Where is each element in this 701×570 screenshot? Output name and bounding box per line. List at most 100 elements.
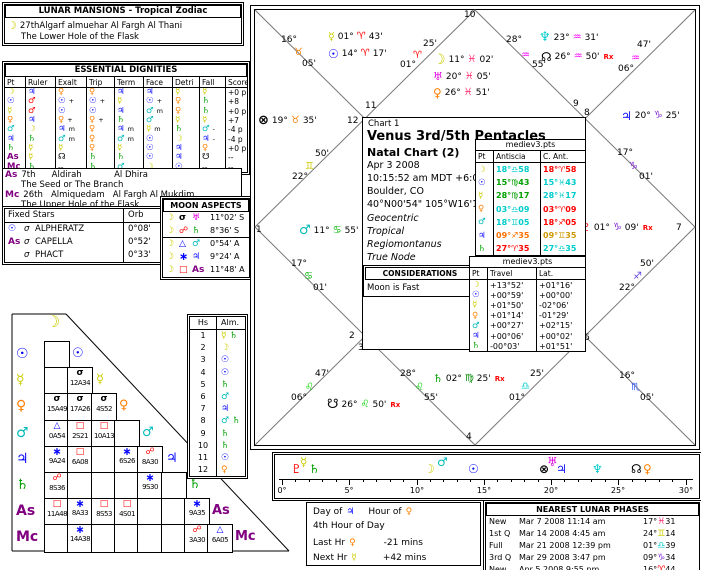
column-header: Pt [472,269,480,278]
house-number: 8 [200,416,206,426]
considerations-title: CONSIDERATIONS [365,267,475,280]
planet-position-south-node: ☋26°♌50'Rx [327,398,400,411]
planet-glyph: ♃ [221,404,230,415]
planet-glyph: ☽ [472,280,480,291]
planet-position-jupiter: ♃20°♑25' [621,110,680,122]
aspect-cell: ☍3A30 [184,524,210,553]
planet-glyph: ☉ [89,106,97,116]
dignity-cell: ♀ [55,88,86,98]
sign-glyph: ♍ [464,373,474,384]
square-chart-wheel[interactable]: 10111212345678916°♉05'25'♈01°28°♒55'47'♒… [250,5,700,450]
degree-bar[interactable]: 0°5°10°15°20°25°30°♇☿♄☽♂☉⊗♅♃♆☊♀ [272,452,701,501]
aspect-icon: ∗ [145,472,155,484]
cusp-label-part: 50' [640,259,654,269]
planet-glyph: ♂ [28,97,36,107]
aspect-icon: σ [100,394,108,404]
scale-tick [336,479,337,482]
house-number: 11 [197,453,209,463]
dignity-cell: ♃ [114,106,143,116]
planet-position-moon: ☽11°♓02' [433,53,493,67]
dignity-cell: ♂ [143,115,172,126]
scale-tick [591,479,592,482]
value-cell: +00°59' [487,290,536,301]
point-cell: ☽ [476,163,493,176]
point-cell: ☽ [5,88,25,97]
grid-diagonal-glyph: ♀ [119,399,129,412]
dignity-cell: ☉ [143,153,172,163]
scale-line [279,479,693,480]
sign-glyph: ♈ [657,565,666,570]
table-row: ☉+00°59'+00°00' [470,290,585,301]
cusp-label-part: 25' [423,39,437,49]
aspect-orb: 11A48 [46,510,68,518]
scale-label: 25° [610,486,626,495]
degree: 11° [313,226,330,236]
dignity-cell: ♄ [172,125,199,135]
dignity-cell: ♀ [172,106,199,116]
dignities-row: ☿♂☉☉♃♂m♀♄+0 p [5,106,247,116]
column-header: C. Ant. [540,151,585,162]
minutes: 25' [665,111,680,121]
scale-tick [322,479,323,482]
chart-number: Chart 1 [368,119,400,129]
table-row: ♂+00°27'+02°15' [470,320,585,331]
minutes: 31' [584,33,599,43]
planetary-hour-panel[interactable]: Day of ♃ Hour of ♀ 4th Hour of Day Last … [306,502,481,566]
conjunction-icon: σ [24,250,30,260]
phase-position: 16°♈44 [643,564,699,570]
scale-tick [672,479,673,482]
cusp-label-part: 01' [313,283,327,293]
dignities-header: Exalt [55,77,86,87]
aspect-cell: ∗14A38 [67,524,93,553]
degree: 14° [341,49,358,59]
aspect-orb: 9A35 [188,509,206,517]
point-cell: ♃ [476,229,493,242]
planet-position-saturn: ♄02°♍25'Rx [433,373,505,384]
aspect-orb: 8A33 [71,509,89,517]
planet-glyph: ☉ [221,367,230,378]
orb-value: 0°52' [123,236,161,249]
planet-glyph: ☿ [175,88,181,98]
moon-aspects-panel[interactable]: MOON ASPECTS ☽σ♅11°02' S☽☍♄8°36' S☽△♂0°5… [160,196,252,280]
value-cell: 03°♎09 [493,202,540,216]
grid-diagonal-glyph: ♂ [142,426,154,439]
considerations-panel[interactable]: CONSIDERATIONS Moon is Fast [363,265,477,297]
house-almuten-table[interactable]: Hs Alm. 1☿♄2☽3☉4☉5♄6♂7♃8♂♄9♄10♄11☉12♀ [187,314,248,480]
aspect-cell: ☍8A30 [137,446,163,475]
chart-place: Boulder, CO [367,186,424,197]
dignity-cell: ☿ [114,97,143,107]
dignity-cell: ☿ [172,88,199,98]
point-cell: As [5,153,25,162]
planet-glyph: ♂ [117,134,125,144]
planet-position-neptune: ♆23°♒31' [539,31,599,44]
mercury-icon: ☿ [328,30,335,43]
glyph: ♀ [119,398,129,413]
cusp-label-part: 01' [639,172,653,182]
chart-info-box[interactable]: Chart 1 Venus 3rd/5th Pentacles Natal Ch… [362,117,586,353]
house-number: 6 [200,392,206,402]
dignity-flag: + [98,116,104,125]
value-cell: 27°♎35 [540,242,585,256]
planet-position-north-node: ☊26°♒50'Rx [541,51,613,63]
lunar-mansions-panel[interactable]: LUNAR MANSIONS - Tropical Zodiac ☽ 27thA… [2,2,244,46]
aspect-cell [114,420,140,449]
dignity-cell: ☋ [199,153,225,163]
moon-aspect-row: ☽σ♅11°02' S [163,212,249,225]
value-cell: +00°02' [536,330,585,342]
minutes: 14 [665,529,676,538]
value-cell: +01°14' [487,310,536,321]
cusp-label-part: ♌ [415,382,424,393]
planet-glyph: ☉ [7,97,15,107]
planet-glyph: Mc [7,162,21,172]
house-number: 9 [200,428,206,438]
column-header: Lat. [536,268,585,279]
